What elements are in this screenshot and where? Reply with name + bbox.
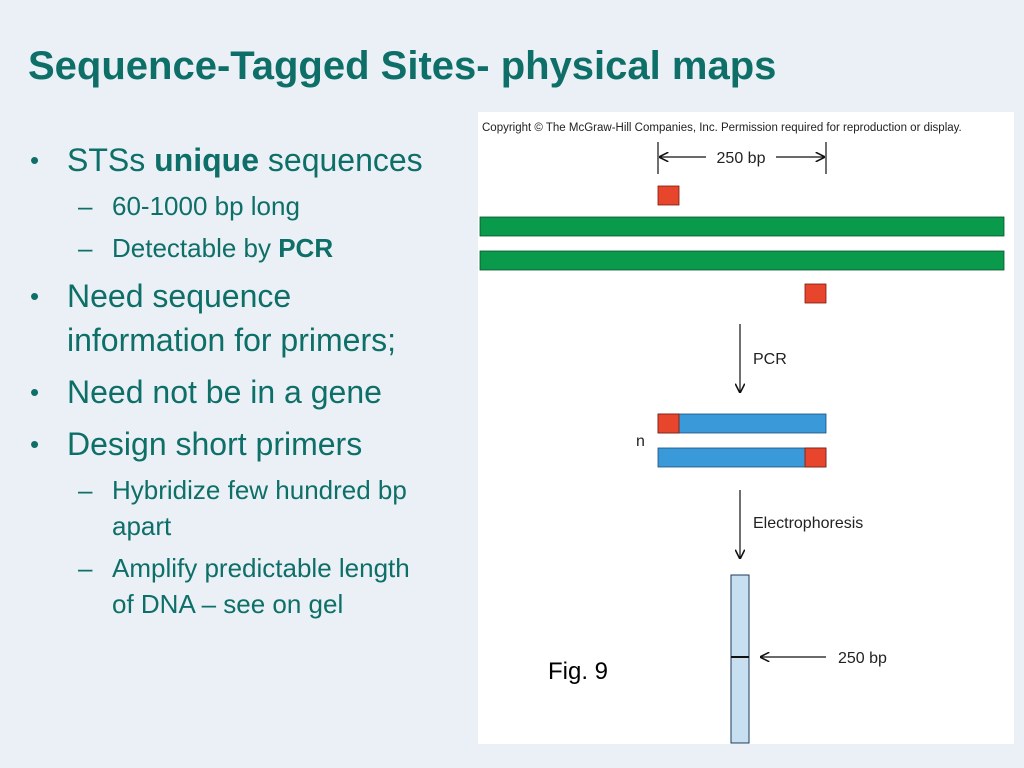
amplicon-bottom-primer xyxy=(804,447,827,468)
cycles-label: n xyxy=(636,433,645,450)
sub-bullet-dash: – xyxy=(78,475,93,505)
bullet-dot: • xyxy=(30,281,40,311)
gel-lane xyxy=(730,574,750,744)
top-size-label: 250 bp xyxy=(717,150,766,167)
bullet-sts-unique: • STSs unique sequences xyxy=(30,138,520,182)
sts-pcr-figure: Copyright © The McGraw-Hill Companies, I… xyxy=(478,112,1014,744)
sub-bullet-dash: – xyxy=(78,233,93,263)
slide-title: Sequence-Tagged Sites- physical maps xyxy=(28,44,777,88)
sub-bullet-pcr: – Detectable by PCR xyxy=(30,230,520,266)
sub-bullet-amplify: – Amplify predictable length of DNA – se… xyxy=(30,550,520,622)
pcr-label: PCR xyxy=(753,351,787,368)
bullet-dot: • xyxy=(30,145,40,175)
reverse-primer xyxy=(804,283,827,304)
dna-strand-top xyxy=(479,216,1005,237)
bullet-short-primers: • Design short primers xyxy=(30,422,520,466)
bullet-dot: • xyxy=(30,429,40,459)
electrophoresis-label: Electrophoresis xyxy=(753,515,863,532)
amplicon-bottom xyxy=(657,447,827,468)
dna-strand-bottom xyxy=(479,250,1005,271)
bullet-list: • STSs unique sequences – 60-1000 bp lon… xyxy=(30,138,520,622)
sub-bullet-hybridize: – Hybridize few hundred bp apart xyxy=(30,472,520,544)
bullet-not-in-gene: • Need not be in a gene xyxy=(30,370,520,414)
copyright-notice: Copyright © The McGraw-Hill Companies, I… xyxy=(482,122,962,134)
sub-bullet-dash: – xyxy=(78,553,93,583)
bullet-dot: • xyxy=(30,377,40,407)
forward-primer xyxy=(657,185,680,206)
sub-bullet-dash: – xyxy=(78,191,93,221)
figure-caption: Fig. 9 xyxy=(548,658,609,685)
sub-bullet-length: – 60-1000 bp long xyxy=(30,188,520,224)
amplicon-top xyxy=(657,413,827,434)
bullet-need-sequence: • Need sequence information for primers; xyxy=(30,274,520,362)
figure-diagram: Copyright © The McGraw-Hill Companies, I… xyxy=(479,122,1005,744)
amplicon-top-primer xyxy=(657,413,680,434)
band-size-label: 250 bp xyxy=(838,650,887,667)
